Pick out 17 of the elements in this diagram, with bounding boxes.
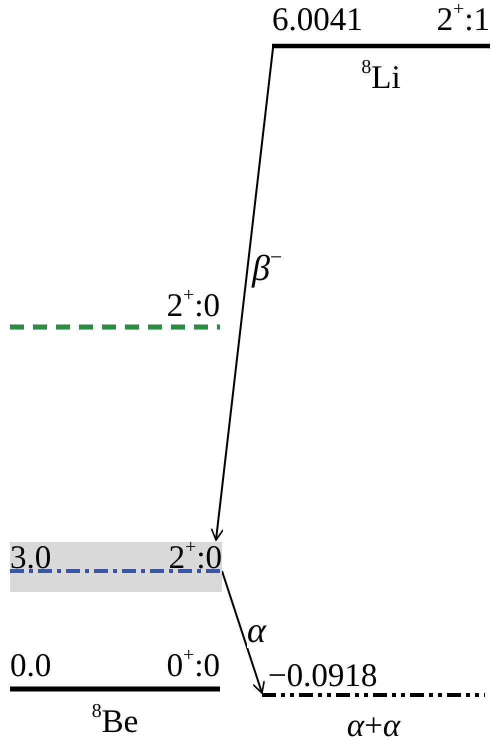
nucleus-label: $^{8}$Li xyxy=(361,62,401,95)
nucleus-label: $^{8}$Be xyxy=(92,706,138,739)
spin-parity-label: 2$^{+}$:1 xyxy=(436,4,490,37)
energy-value: 0.0 xyxy=(10,650,52,683)
spin-parity-label: 0$^{+}$:0 xyxy=(166,650,220,683)
energy-level xyxy=(272,4,490,48)
energy-value: 6.0041 xyxy=(272,4,363,37)
spin-parity-label: 2$^{+}$:0 xyxy=(168,542,222,575)
decay-arrow xyxy=(210,48,274,541)
energy-level xyxy=(10,290,220,330)
spin-parity-label: 2$^{+}$:0 xyxy=(166,290,220,323)
nucleus-label: α+α xyxy=(346,710,400,743)
energy-value: 3.0 xyxy=(10,542,52,575)
energy-level xyxy=(10,650,220,692)
energy-band xyxy=(10,542,222,592)
energy-value: −0.0918 xyxy=(268,660,378,693)
decay-arrow xyxy=(221,570,266,694)
